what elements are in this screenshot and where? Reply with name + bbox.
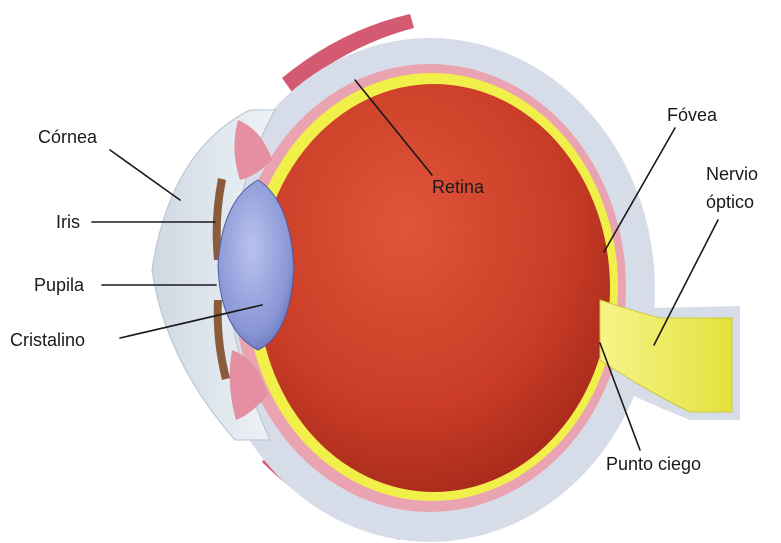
label-cornea: Córnea bbox=[38, 127, 98, 147]
vitreous-body bbox=[258, 84, 610, 492]
label-cristalino: Cristalino bbox=[10, 330, 85, 350]
label-pupila: Pupila bbox=[34, 275, 85, 295]
label-punto-ciego: Punto ciego bbox=[606, 454, 701, 474]
leader-cornea bbox=[110, 150, 180, 200]
label-nervio-line2: óptico bbox=[706, 192, 754, 212]
label-nervio-line1: Nervio bbox=[706, 164, 758, 184]
label-fovea: Fóvea bbox=[667, 105, 718, 125]
label-retina: Retina bbox=[432, 177, 485, 197]
label-iris: Iris bbox=[56, 212, 80, 232]
